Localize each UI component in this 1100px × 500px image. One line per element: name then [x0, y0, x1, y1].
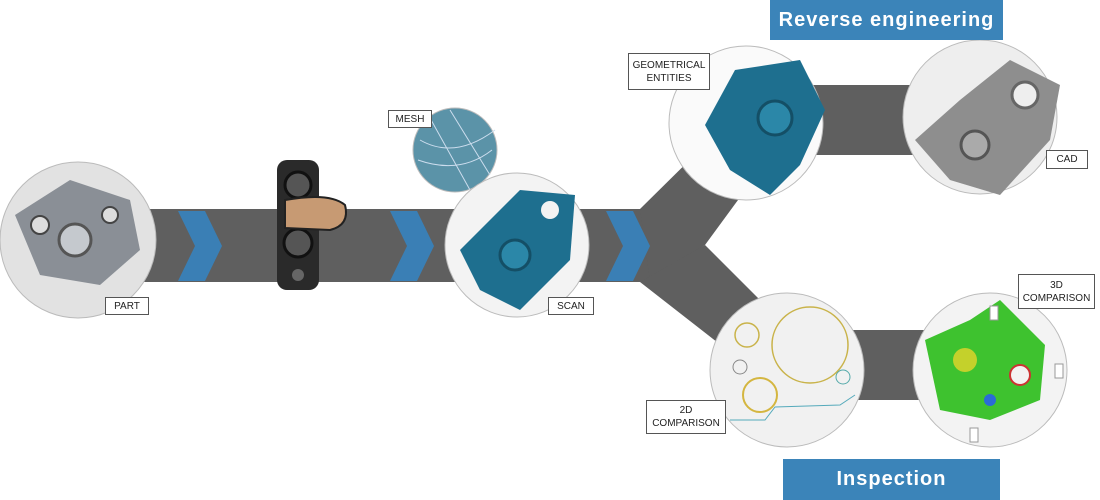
2d-comparison-label: 2D COMPARISON	[646, 400, 726, 434]
3d-comparison-image	[912, 292, 1068, 448]
reverse-engineering-banner: Reverse engineering	[770, 0, 1003, 40]
inspection-banner: Inspection	[783, 459, 1000, 500]
scanner-device-image	[277, 160, 347, 290]
scan-label: SCAN	[548, 297, 594, 315]
2d-comparison-image	[709, 292, 865, 448]
chevron-arrow-1	[178, 211, 222, 281]
scan-image	[444, 172, 590, 318]
part-label: PART	[105, 297, 149, 315]
cad-label: CAD	[1046, 150, 1088, 169]
geometrical-entities-label: GEOMETRICAL ENTITIES	[628, 53, 710, 90]
3d-comparison-label: 3D COMPARISON	[1018, 274, 1095, 309]
part-image	[0, 161, 157, 319]
chevron-arrow-2	[390, 211, 434, 281]
cad-image	[902, 39, 1060, 195]
mesh-label: MESH	[388, 110, 432, 128]
mesh-image	[412, 107, 498, 193]
chevron-arrow-3	[606, 211, 650, 281]
